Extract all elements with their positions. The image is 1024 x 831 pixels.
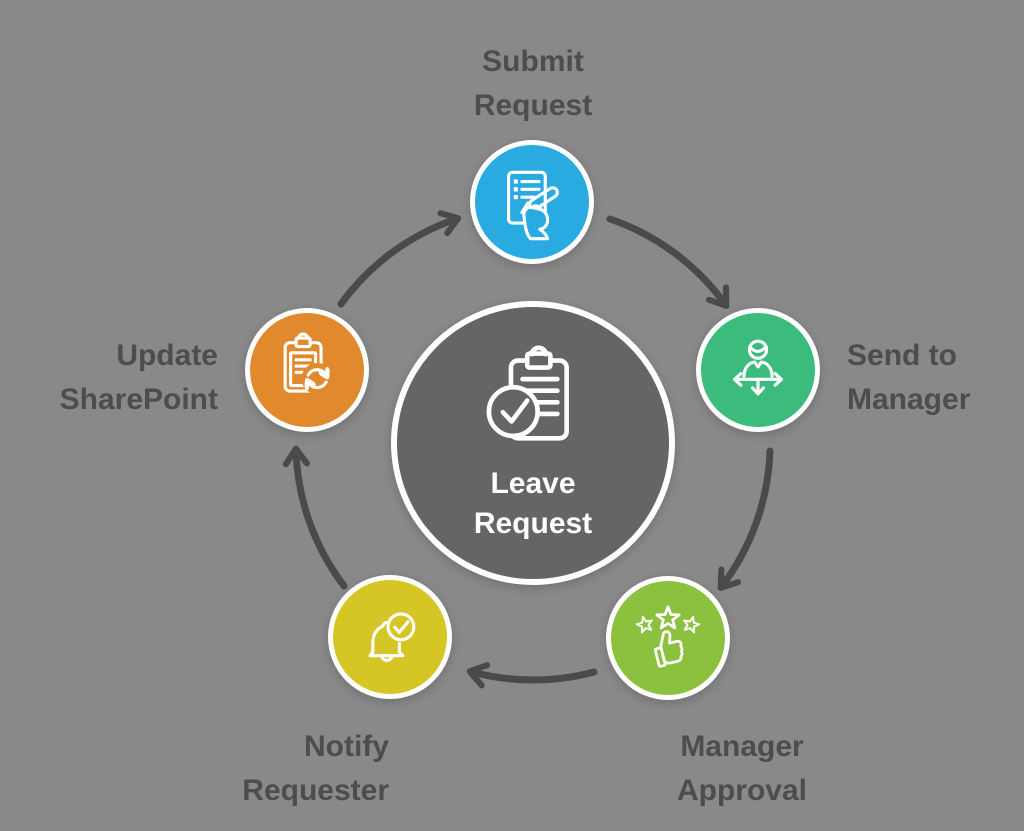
arrow-manager-approval-to-notify-requester: [466, 662, 598, 689]
document-pen-icon: [507, 170, 559, 241]
arrow-notify-requester-to-update-sharepoint: [282, 445, 348, 590]
label-notify-requester: Notify Requester: [242, 730, 389, 807]
node-manager-approval: [606, 576, 730, 700]
arrow-submit-request-to-send-to-manager: [606, 215, 730, 309]
center-label: Leave Request: [473, 467, 593, 540]
clipboard-sync-icon: [283, 332, 333, 395]
arrow-send-to-manager-to-manager-approval: [717, 447, 774, 591]
node-send-to-manager: [696, 308, 820, 432]
label-manager-approval: Manager Approval: [676, 730, 808, 807]
center-node-leave-request: Leave Request: [391, 301, 675, 585]
label-send-to-manager: Send to Manager: [847, 339, 971, 416]
clipboard-check-icon: [486, 345, 569, 441]
node-update-sharepoint: [245, 308, 369, 432]
bell-check-icon: [368, 612, 416, 662]
person-arrows-icon: [733, 339, 783, 396]
node-submit-request: [470, 140, 594, 264]
label-submit-request: Submit Request: [473, 45, 593, 122]
label-update-sharepoint: Update SharePoint: [59, 339, 218, 416]
stars-thumbs-up-icon: [634, 605, 702, 668]
node-notify-requester: [328, 575, 452, 699]
arrow-update-sharepoint-to-submit-request: [337, 210, 462, 308]
